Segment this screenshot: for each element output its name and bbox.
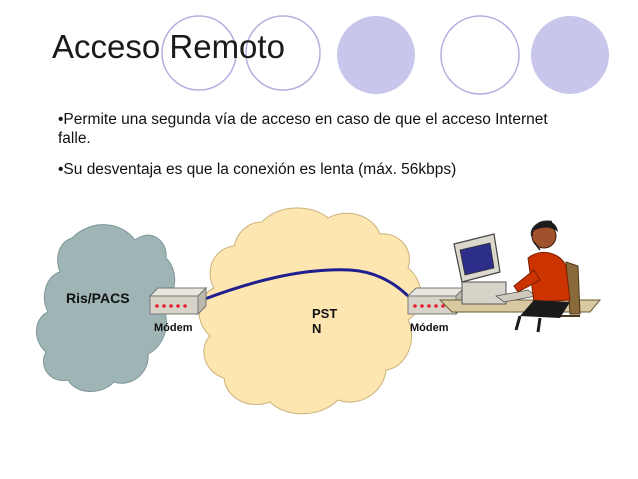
- bullet-item: •Su desventaja es que la conexión es len…: [58, 161, 457, 178]
- ris-pacs-label: Ris/PACS: [66, 290, 130, 306]
- deco-circle-5: [531, 16, 609, 94]
- modem-right-label: Módem: [410, 322, 449, 334]
- modem-led: [183, 304, 187, 308]
- deco-circle-4: [440, 15, 520, 95]
- bullet-list: •Permite una segunda vía de acceso en ca…: [58, 110, 578, 191]
- modem-left: [148, 286, 208, 316]
- modem-left-label: Módem: [154, 322, 193, 334]
- modem-led: [155, 304, 159, 308]
- pstn-cloud: [198, 207, 422, 415]
- dialup-cable: [201, 268, 420, 308]
- ris-pacs-cloud: [36, 224, 176, 392]
- modem-led: [441, 304, 445, 308]
- modem-led: [420, 304, 424, 308]
- modem-led: [176, 304, 180, 308]
- pstn-label-line1: PST: [312, 306, 337, 321]
- modem-led: [413, 304, 417, 308]
- modem-led: [427, 304, 431, 308]
- deco-circle-3: [337, 16, 415, 94]
- deco-circle-2: [245, 15, 321, 91]
- modem-led: [169, 304, 173, 308]
- pstn-label-line2: N: [312, 321, 321, 336]
- modem-led: [162, 304, 166, 308]
- person-at-computer-clipart: [438, 220, 602, 333]
- modem-led: [434, 304, 438, 308]
- bullet-item: •Permite una segunda vía de acceso en ca…: [58, 111, 548, 147]
- page-title: Acceso Remoto: [52, 28, 285, 65]
- deco-circle-1: [161, 15, 237, 91]
